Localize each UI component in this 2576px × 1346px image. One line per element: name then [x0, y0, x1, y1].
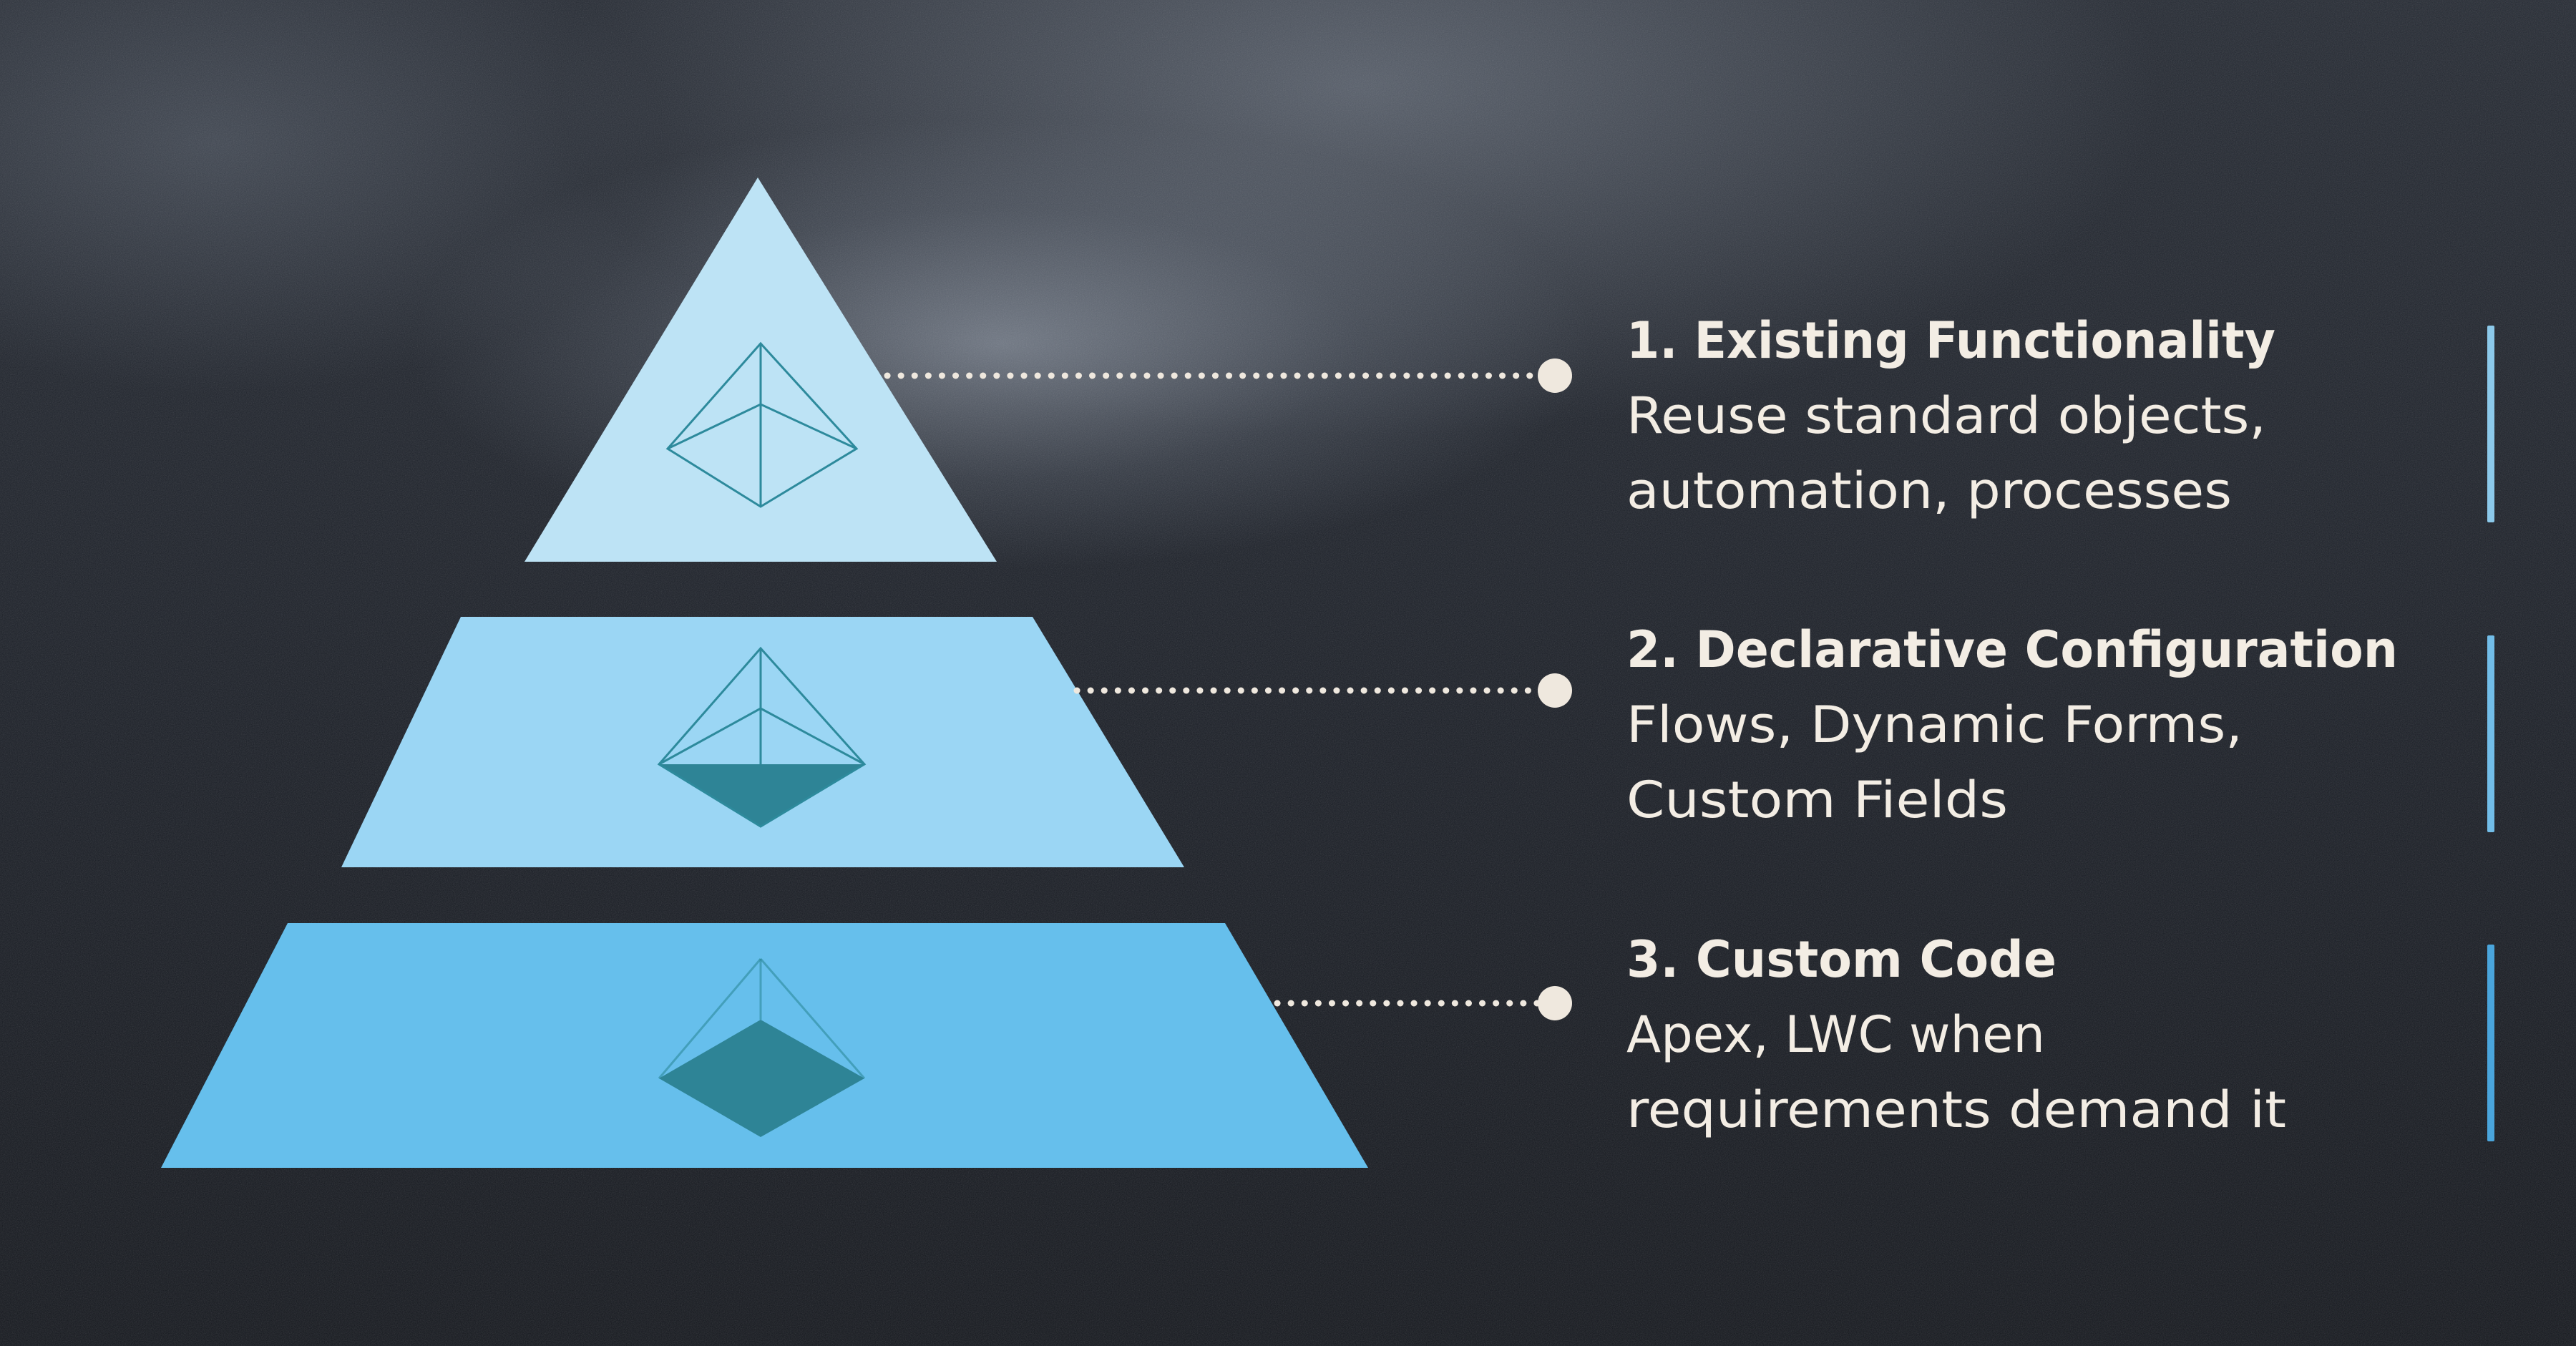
- label-existing-functionality: 1. Existing Functionality Reuse standard…: [1626, 311, 2275, 520]
- connector-middle: [1073, 673, 1572, 708]
- tier-description-line: Reuse standard objects,: [1626, 386, 2266, 445]
- tier-title: 2. Declarative Configuration: [1626, 620, 2398, 679]
- accent-bar-bottom: [2487, 945, 2494, 1141]
- tier-description-line: Flows, Dynamic Forms,: [1626, 696, 2243, 754]
- tier-top: [525, 177, 997, 562]
- tier-middle: [341, 617, 1184, 867]
- label-declarative-configuration: 2. Declarative Configuration Flows, Dyna…: [1626, 620, 2398, 829]
- connector-bottom: [1274, 986, 1572, 1020]
- tier-labels: 1. Existing Functionality Reuse standard…: [1626, 311, 2398, 1139]
- tier-title: 1. Existing Functionality: [1626, 311, 2275, 370]
- pyramid: [161, 177, 1368, 1168]
- pyramid-half-filled-icon: [657, 646, 867, 828]
- tier-middle-shape: [341, 617, 1184, 867]
- accent-bar-middle: [2487, 635, 2494, 832]
- diamond-filled-icon: [658, 958, 866, 1137]
- accent-bar-top: [2487, 326, 2494, 522]
- connector-dot: [1538, 986, 1572, 1020]
- connectors: [884, 359, 1572, 1020]
- tier-description-line: requirements demand it: [1626, 1081, 2286, 1139]
- tier-description-line: automation, processes: [1626, 462, 2232, 520]
- connector-dot: [1538, 673, 1572, 708]
- connector-top: [884, 359, 1572, 393]
- tier-description-line: Custom Fields: [1626, 771, 2008, 829]
- tier-description-line: Apex, LWC when: [1626, 1005, 2045, 1064]
- accent-bars: [2487, 326, 2494, 1141]
- pyramid-outline-icon: [665, 341, 859, 508]
- label-custom-code: 3. Custom Code Apex, LWC when requiremen…: [1626, 930, 2286, 1139]
- connector-dot: [1538, 359, 1572, 393]
- tier-title: 3. Custom Code: [1626, 930, 2057, 989]
- tier-bottom: [161, 923, 1368, 1168]
